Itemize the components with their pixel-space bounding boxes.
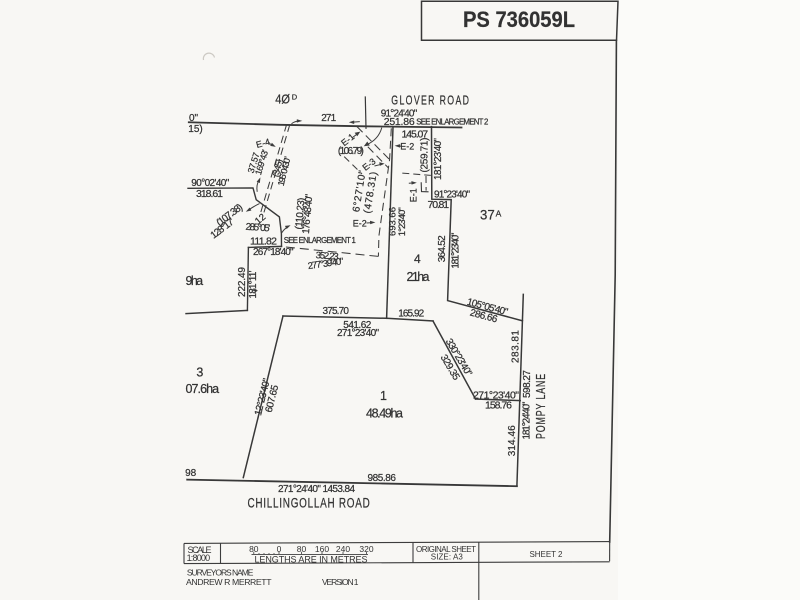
svg-text:283.81: 283.81: [511, 330, 522, 363]
svg-text:80: 80: [297, 544, 307, 554]
svg-text:(345): (345): [271, 158, 285, 178]
svg-text:1: 1: [380, 389, 387, 403]
svg-text:90°02'40": 90°02'40": [191, 178, 229, 189]
svg-text:80: 80: [249, 544, 259, 554]
svg-text:318.61: 318.61: [196, 188, 223, 200]
svg-text:1°23'40": 1°23'40": [397, 207, 408, 236]
svg-text:E-2: E-2: [400, 142, 414, 152]
svg-text:0": 0": [189, 113, 199, 124]
svg-text:9ha: 9ha: [186, 274, 204, 288]
svg-text:541.62: 541.62: [343, 320, 371, 331]
svg-text:271°23'40": 271°23'40": [337, 328, 379, 339]
svg-text:0: 0: [277, 544, 282, 554]
svg-text:181°24'40": 181°24'40": [521, 401, 532, 439]
svg-text:E-4: E-4: [255, 137, 271, 150]
svg-text:SEE ENLARGEMENT 1: SEE ENLARGEMENT 1: [284, 236, 356, 245]
svg-text:4: 4: [414, 252, 421, 266]
svg-text:267°18'40": 267°18'40": [253, 247, 294, 258]
svg-text:181°23'40": 181°23'40": [433, 138, 444, 180]
svg-text:145.07: 145.07: [402, 128, 429, 140]
svg-text:271°24'40" 1453.84: 271°24'40" 1453.84: [278, 484, 355, 495]
svg-text:70.81: 70.81: [428, 199, 450, 211]
svg-text:07.6ha: 07.6ha: [186, 382, 220, 396]
svg-text:ORIGINAL SHEET: ORIGINAL SHEET: [416, 545, 476, 554]
svg-text:SCALE: SCALE: [188, 545, 212, 555]
svg-text:271°23'40": 271°23'40": [473, 390, 519, 402]
svg-text:D: D: [292, 93, 298, 102]
svg-text:(110.23): (110.23): [294, 197, 308, 230]
svg-text:CHILLINGOLLAH ROAD: CHILLINGOLLAH ROAD: [248, 496, 371, 511]
svg-text:352.23: 352.23: [315, 250, 339, 263]
svg-text:181°11': 181°11': [248, 270, 259, 298]
svg-text:314.46: 314.46: [507, 425, 518, 456]
svg-text:E-3: E-3: [360, 156, 377, 173]
svg-text:E-1: E-1: [409, 188, 419, 202]
svg-text:693.66: 693.66: [388, 207, 399, 236]
svg-text:222.49: 222.49: [237, 267, 248, 297]
svg-text:277°39'40": 277°39'40": [307, 256, 344, 272]
svg-text:SHEET 2: SHEET 2: [530, 550, 564, 559]
svg-text:PS 736059L: PS 736059L: [463, 7, 575, 32]
svg-text:SEE ENLARGEMENT 2: SEE ENLARGEMENT 2: [416, 118, 488, 127]
svg-text:91°23'40": 91°23'40": [434, 190, 470, 201]
svg-text:LENGTHS ARE IN METRES: LENGTHS ARE IN METRES: [255, 554, 368, 564]
svg-text:375.70: 375.70: [322, 306, 349, 317]
svg-text:165.92: 165.92: [398, 309, 424, 320]
svg-text:GLOVER ROAD: GLOVER ROAD: [391, 93, 470, 108]
svg-text:A: A: [496, 208, 502, 218]
svg-text:271: 271: [321, 113, 336, 124]
svg-text:285°05': 285°05': [245, 222, 270, 235]
svg-text:37: 37: [480, 207, 495, 223]
svg-text:111.82: 111.82: [250, 235, 277, 247]
svg-text:ANDREW R MERRETT: ANDREW R MERRETT: [186, 577, 272, 587]
svg-text:320: 320: [359, 544, 373, 554]
svg-text:251.86: 251.86: [384, 116, 415, 128]
svg-text:(106.79): (106.79): [338, 146, 364, 157]
svg-text:158.76: 158.76: [485, 400, 512, 412]
svg-text:(259.71): (259.71): [419, 138, 430, 173]
svg-text:3: 3: [196, 366, 203, 380]
svg-text:364.52: 364.52: [437, 235, 448, 262]
svg-text:15): 15): [188, 124, 202, 135]
svg-text:985.86: 985.86: [367, 473, 396, 484]
svg-text:48.49ha: 48.49ha: [366, 407, 403, 421]
svg-text:E-2: E-2: [353, 218, 367, 228]
svg-text:98: 98: [185, 468, 197, 479]
svg-text:POMPY LANE: POMPY LANE: [534, 373, 548, 439]
svg-text:SIZE: A3: SIZE: A3: [431, 552, 464, 561]
svg-text:240: 240: [336, 544, 350, 554]
svg-text:21ha: 21ha: [407, 270, 430, 284]
svg-text:176°48'40": 176°48'40": [301, 193, 315, 234]
svg-text:181°23'40": 181°23'40": [451, 232, 462, 268]
svg-text:598.27: 598.27: [522, 370, 533, 398]
svg-text:SURVEYORS NAME: SURVEYORS NAME: [187, 567, 254, 577]
svg-text:VERSION 1: VERSION 1: [322, 577, 359, 587]
svg-text:4Ø: 4Ø: [275, 92, 290, 106]
svg-text:160: 160: [315, 544, 329, 554]
svg-text:1:8000: 1:8000: [187, 553, 211, 563]
svg-text:91°24'40": 91°24'40": [381, 109, 418, 120]
